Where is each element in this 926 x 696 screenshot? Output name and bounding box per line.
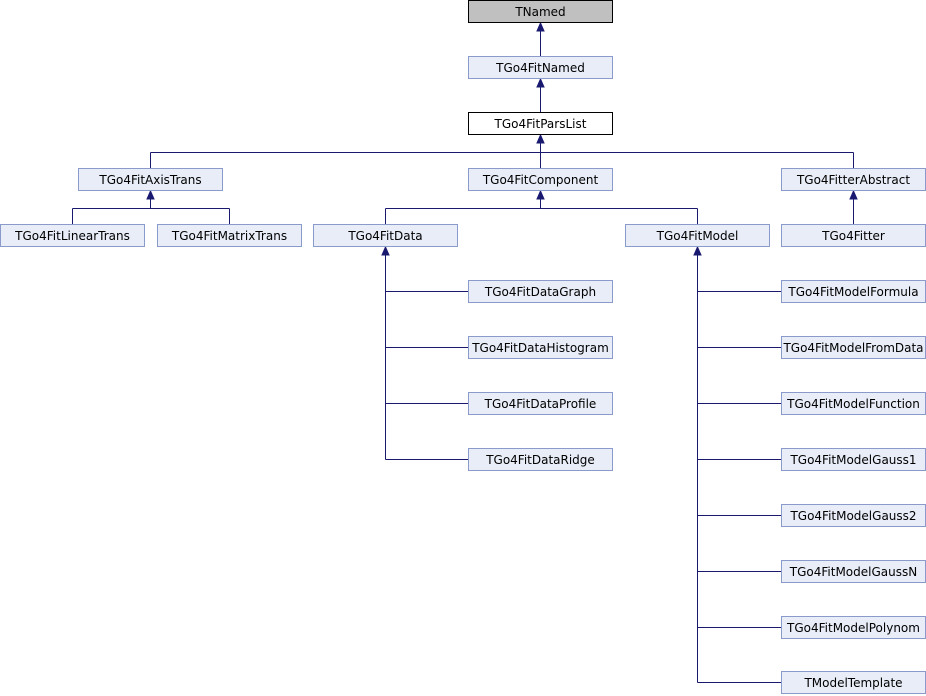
inheritance-edges: [72, 21, 858, 683]
class-node-label: TGo4FitModelGaussN: [789, 565, 917, 579]
inheritance-edge-group-tnamed: [536, 21, 545, 56]
arrowhead-tgo4fitcomponent: [536, 189, 545, 200]
class-node-label: TGo4FitComponent: [482, 173, 599, 187]
arrowhead-tnamed: [536, 21, 545, 32]
inheritance-edge-group-tgo4fitdata: [381, 245, 468, 460]
class-node-tmodeltemplate[interactable]: TModelTemplate: [781, 671, 926, 694]
class-node-box: [0, 224, 145, 247]
inheritance-edge-group-tgo4fitparslist: [150, 133, 854, 168]
class-node-box: [625, 224, 770, 247]
class-node-box: [157, 224, 302, 247]
class-node-tgo4fitmodelpolynom[interactable]: TGo4FitModelPolynom: [781, 616, 926, 639]
class-node-label: TGo4FitDataHistogram: [471, 341, 609, 355]
arrowhead-tgo4fitterabstract: [849, 189, 858, 200]
class-node-label: TGo4FitModelGauss2: [789, 509, 916, 523]
class-node-label: TGo4FitData: [347, 229, 422, 243]
class-node-box: [468, 56, 613, 79]
inheritance-edge-group-tgo4fitnamed: [536, 77, 545, 112]
inheritance-edge-group-tgo4fitcomponent: [385, 189, 698, 224]
class-node-tnamed[interactable]: TNamed: [468, 0, 613, 23]
class-node-tgo4fitdata[interactable]: TGo4FitData: [313, 224, 458, 247]
class-node-label: TGo4FitDataGraph: [484, 285, 596, 299]
class-node-box: [468, 392, 613, 415]
class-node-tgo4fitaxistrans[interactable]: TGo4FitAxisTrans: [78, 168, 223, 191]
class-node-tgo4fitter[interactable]: TGo4Fitter: [781, 224, 926, 247]
class-node-box: [468, 280, 613, 303]
arrowhead-tgo4fitaxistrans: [146, 189, 155, 200]
class-node-box: [468, 112, 613, 135]
class-node-label: TGo4FitModelFromData: [782, 341, 923, 355]
class-node-box: [313, 224, 458, 247]
class-node-label: TGo4FitModelFunction: [786, 397, 920, 411]
class-node-tgo4fitdataridge[interactable]: TGo4FitDataRidge: [468, 448, 613, 471]
class-node-tgo4fitdataprofile[interactable]: TGo4FitDataProfile: [468, 392, 613, 415]
inheritance-edge-group-tgo4fitterabstract: [849, 189, 858, 224]
class-node-tgo4fitmodelgauss2[interactable]: TGo4FitModelGauss2: [781, 504, 926, 527]
class-node-tgo4fitlineartrans[interactable]: TGo4FitLinearTrans: [0, 224, 145, 247]
inheritance-edge-group-tgo4fitmodel: [693, 245, 781, 683]
class-node-tgo4fitmodel[interactable]: TGo4FitModel: [625, 224, 770, 247]
class-node-label: TNamed: [514, 5, 565, 19]
class-node-tgo4fitmodelfunction[interactable]: TGo4FitModelFunction: [781, 392, 926, 415]
class-node-box: [468, 448, 613, 471]
class-node-tgo4fitdatahistogram[interactable]: TGo4FitDataHistogram: [468, 336, 613, 359]
class-node-tgo4fitmodelgaussn[interactable]: TGo4FitModelGaussN: [781, 560, 926, 583]
class-node-box: [468, 336, 613, 359]
class-node-label: TGo4FitterAbstract: [796, 173, 910, 187]
class-node-label: TGo4FitModel: [656, 229, 739, 243]
arrowhead-tgo4fitmodel: [693, 245, 702, 256]
class-node-box: [468, 0, 613, 23]
class-node-tgo4fitdatagraph[interactable]: TGo4FitDataGraph: [468, 280, 613, 303]
class-node-box: [78, 168, 223, 191]
class-node-tgo4fitmatrixtrans[interactable]: TGo4FitMatrixTrans: [157, 224, 302, 247]
class-node-tgo4fitmodelfromdata[interactable]: TGo4FitModelFromData: [781, 336, 926, 359]
class-node-label: TGo4FitNamed: [495, 61, 585, 75]
class-node-label: TModelTemplate: [803, 676, 902, 690]
class-node-label: TGo4Fitter: [821, 229, 885, 243]
class-node-label: TGo4FitModelGauss1: [789, 453, 916, 467]
class-node-label: TGo4FitModelFormula: [787, 285, 918, 299]
class-node-tgo4fitparslist[interactable]: TGo4FitParsList: [468, 112, 613, 135]
class-node-label: TGo4FitParsList: [494, 117, 587, 131]
class-node-label: TGo4FitAxisTrans: [98, 173, 201, 187]
class-node-tgo4fitnamed[interactable]: TGo4FitNamed: [468, 56, 613, 79]
inheritance-edge-group-tgo4fitaxistrans: [72, 189, 230, 224]
arrowhead-tgo4fitdata: [381, 245, 390, 256]
class-node-tgo4fitterabstract[interactable]: TGo4FitterAbstract: [781, 168, 926, 191]
class-node-label: TGo4FitDataProfile: [484, 397, 597, 411]
class-node-label: TGo4FitModelPolynom: [786, 621, 920, 635]
class-node-label: TGo4FitDataRidge: [485, 453, 595, 467]
class-node-tgo4fitmodelformula[interactable]: TGo4FitModelFormula: [781, 280, 926, 303]
class-node-label: TGo4FitMatrixTrans: [171, 229, 287, 243]
class-node-box: [468, 168, 613, 191]
class-node-tgo4fitmodelgauss1[interactable]: TGo4FitModelGauss1: [781, 448, 926, 471]
arrowhead-tgo4fitparslist: [536, 133, 545, 144]
class-node-label: TGo4FitLinearTrans: [14, 229, 130, 243]
arrowhead-tgo4fitnamed: [536, 77, 545, 88]
class-node-tgo4fitcomponent[interactable]: TGo4FitComponent: [468, 168, 613, 191]
